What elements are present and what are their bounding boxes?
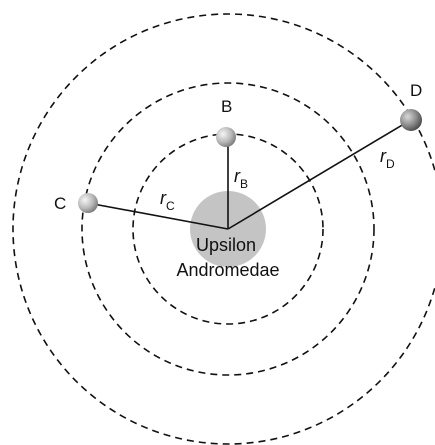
planet-d (400, 109, 422, 131)
radius-label-d: rD (380, 146, 395, 171)
planet-c-label: C (54, 194, 66, 213)
radius-subscript-c: C (166, 199, 175, 213)
star-name-line1: Upsilon (196, 235, 256, 255)
planet-b (216, 127, 236, 147)
radius-label-c: rC (160, 188, 175, 213)
planet-c (78, 193, 98, 213)
planet-d-label: D (410, 81, 422, 100)
radius-subscript-d: D (386, 157, 395, 171)
radius-label-b: rB (234, 166, 248, 191)
star-name-line2: Andromedae (176, 260, 279, 280)
radius-subscript-b: B (240, 177, 248, 191)
planet-b-label: B (221, 97, 232, 116)
